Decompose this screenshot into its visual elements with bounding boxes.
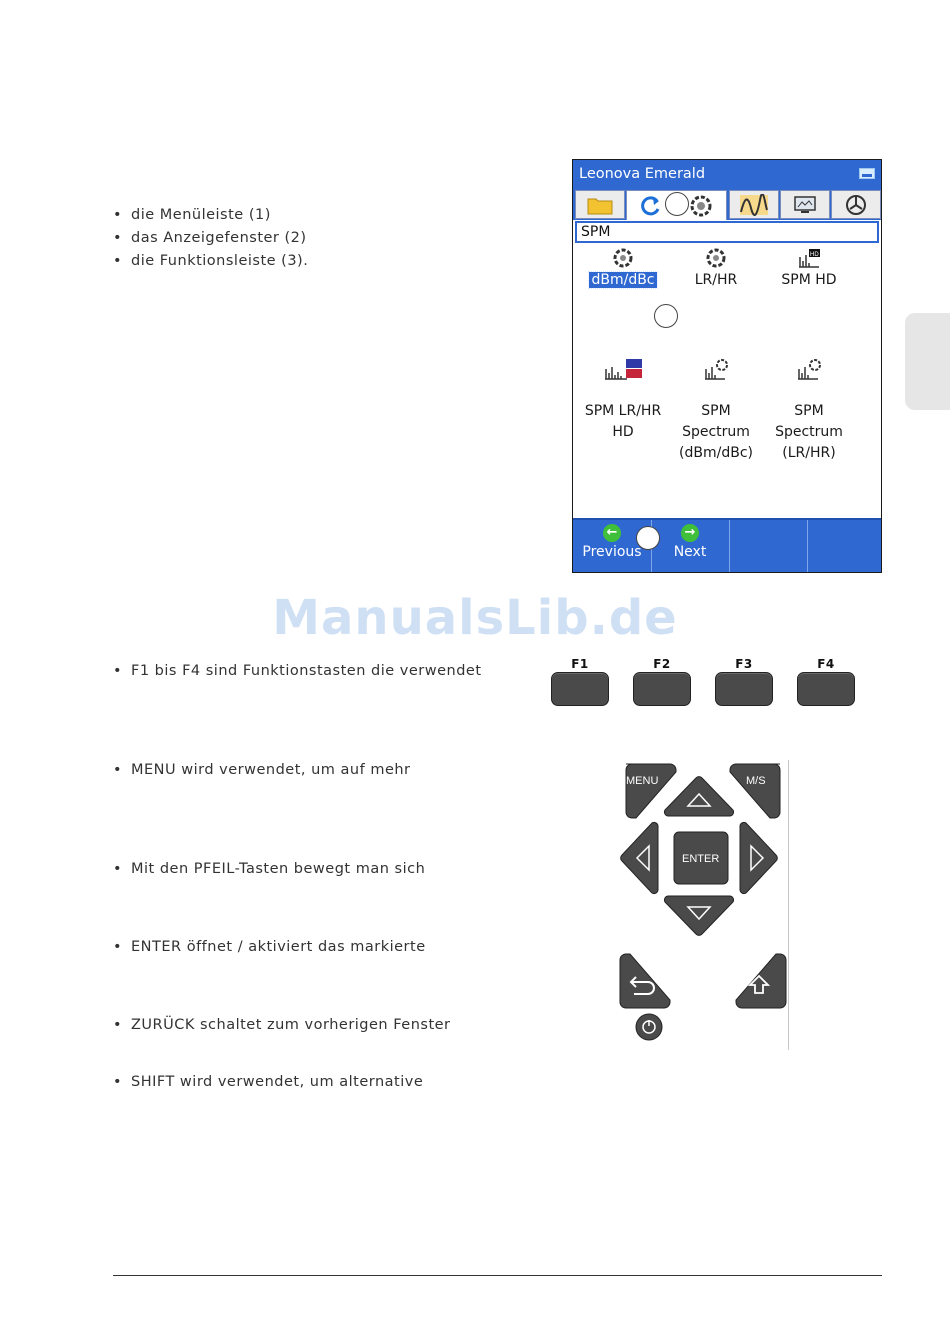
power-key[interactable] [635, 1013, 663, 1041]
settings-dial-icon [846, 194, 866, 215]
f1-key[interactable]: F1 [551, 656, 609, 706]
window-icon [859, 168, 875, 179]
enter-label: ENTER [682, 853, 719, 865]
grid-item-label: SPM Spectrum (dBm/dBc) [679, 403, 753, 461]
f1-button[interactable] [551, 672, 609, 706]
lrhr-hd-spectrum-icon [573, 358, 673, 380]
arrow-right-icon: → [681, 524, 699, 542]
device-screen: Leonova Emerald SPM dBm/dBc LR/HR HD SPM… [572, 159, 882, 573]
function-bar: ← Previous → Next [573, 518, 881, 572]
arrow-up-key[interactable] [663, 776, 735, 817]
f3-button[interactable] [715, 672, 773, 706]
ms-label: M/S [746, 775, 766, 787]
hd-spectrum-icon: HD [759, 248, 859, 268]
grid-item-spm-spectrum-dbm[interactable]: SPM Spectrum (dBm/dBc) [666, 337, 766, 464]
tab-waveform[interactable] [729, 190, 779, 219]
f3-key[interactable]: F3 [715, 656, 773, 706]
device-title: Leonova Emerald [579, 166, 706, 182]
callout-1 [665, 192, 689, 216]
grid-item-label: dBm/dBc [588, 271, 658, 289]
grid-item-lr-hr[interactable]: LR/HR [666, 248, 766, 291]
intro-list: die Menüleiste (1) das Anzeigefenster (2… [113, 204, 308, 273]
left-arrow-icon [635, 844, 650, 872]
f3-label: F3 [735, 657, 753, 671]
shift-description: SHIFT wird verwendet, um alternative [113, 1072, 423, 1092]
tab-folder[interactable] [575, 190, 625, 219]
waveform-icon [740, 193, 768, 216]
function-slot-3[interactable] [729, 520, 808, 572]
f4-label: F4 [817, 657, 835, 671]
fkeys-description: F1 bis F4 sind Funktionstasten die verwe… [113, 661, 482, 681]
spm-icon [690, 195, 711, 216]
svg-text:HD: HD [810, 252, 819, 258]
shift-icon [747, 974, 771, 994]
tab-settings[interactable] [831, 190, 881, 219]
shift-key[interactable] [735, 953, 787, 1009]
grid-item-label: SPM LR/HR HD [584, 403, 662, 440]
arrow-down-key[interactable] [663, 895, 735, 936]
f4-key[interactable]: F4 [797, 656, 855, 706]
list-item: das Anzeigefenster (2) [113, 227, 308, 250]
f2-label: F2 [653, 657, 671, 671]
down-arrow-icon [686, 906, 712, 921]
menu-label: MENU [626, 775, 658, 787]
arrow-left-icon: ← [603, 524, 621, 542]
watermark: ManualsLib.de [272, 590, 678, 646]
arrows-description: Mit den PFEIL-Tasten bewegt man sich [113, 859, 425, 879]
ms-key[interactable]: M/S [729, 763, 781, 819]
arrow-left-key[interactable] [620, 821, 659, 895]
footer-rule [113, 1275, 882, 1276]
monitor-icon [794, 195, 816, 213]
grid-item-label: LR/HR [694, 272, 738, 288]
back-key[interactable] [619, 953, 671, 1009]
chapter-tab [905, 313, 950, 410]
grid-item-spm-hd[interactable]: HD SPM HD [759, 248, 859, 291]
menu-bar [573, 188, 881, 220]
spm-sensor-icon [573, 248, 673, 268]
folder-icon [587, 198, 613, 214]
arrow-right-key[interactable] [739, 821, 778, 895]
right-arrow-icon [750, 844, 765, 872]
refresh-icon [640, 195, 659, 215]
keypad-divider [788, 760, 789, 1050]
spm-sensor-icon [666, 248, 766, 268]
f4-button[interactable] [797, 672, 855, 706]
grid-item-spm-spectrum-lrhr[interactable]: SPM Spectrum (LR/HR) [759, 337, 859, 464]
spectrum-icon [759, 358, 859, 380]
up-arrow-icon [686, 792, 712, 807]
path-field: SPM [575, 221, 879, 243]
back-icon [629, 976, 655, 995]
tab-monitor[interactable] [780, 190, 830, 219]
f2-key[interactable]: F2 [633, 656, 691, 706]
callout-3 [636, 526, 660, 550]
enter-description: ENTER öffnet / aktiviert das markierte [113, 937, 426, 957]
list-item: die Funktionsleiste (3). [113, 250, 308, 273]
spectrum-icon [666, 358, 766, 380]
list-item: die Menüleiste (1) [113, 204, 308, 227]
grid-item-label: SPM Spectrum (LR/HR) [775, 403, 843, 461]
next-label: Next [673, 544, 707, 560]
keypad: MENU M/S ENTER [619, 763, 787, 1041]
next-button[interactable]: → Next [651, 520, 730, 572]
previous-label: Previous [582, 544, 642, 560]
function-slot-4[interactable] [807, 520, 881, 572]
f2-button[interactable] [633, 672, 691, 706]
grid-item-spm-lrhr-hd[interactable]: SPM LR/HR HD [573, 337, 673, 443]
grid-item-dbm-dbc[interactable]: dBm/dBc [573, 248, 673, 291]
f1-label: F1 [571, 657, 589, 671]
device-title-bar: Leonova Emerald [573, 160, 881, 188]
menu-key[interactable]: MENU [625, 763, 677, 819]
menu-description: MENU wird verwendet, um auf mehr [113, 760, 411, 780]
grid-item-label: SPM HD [781, 272, 837, 288]
enter-key[interactable]: ENTER [673, 831, 729, 885]
back-description: ZURÜCK schaltet zum vorherigen Fenster [113, 1015, 451, 1035]
callout-2 [654, 304, 678, 328]
